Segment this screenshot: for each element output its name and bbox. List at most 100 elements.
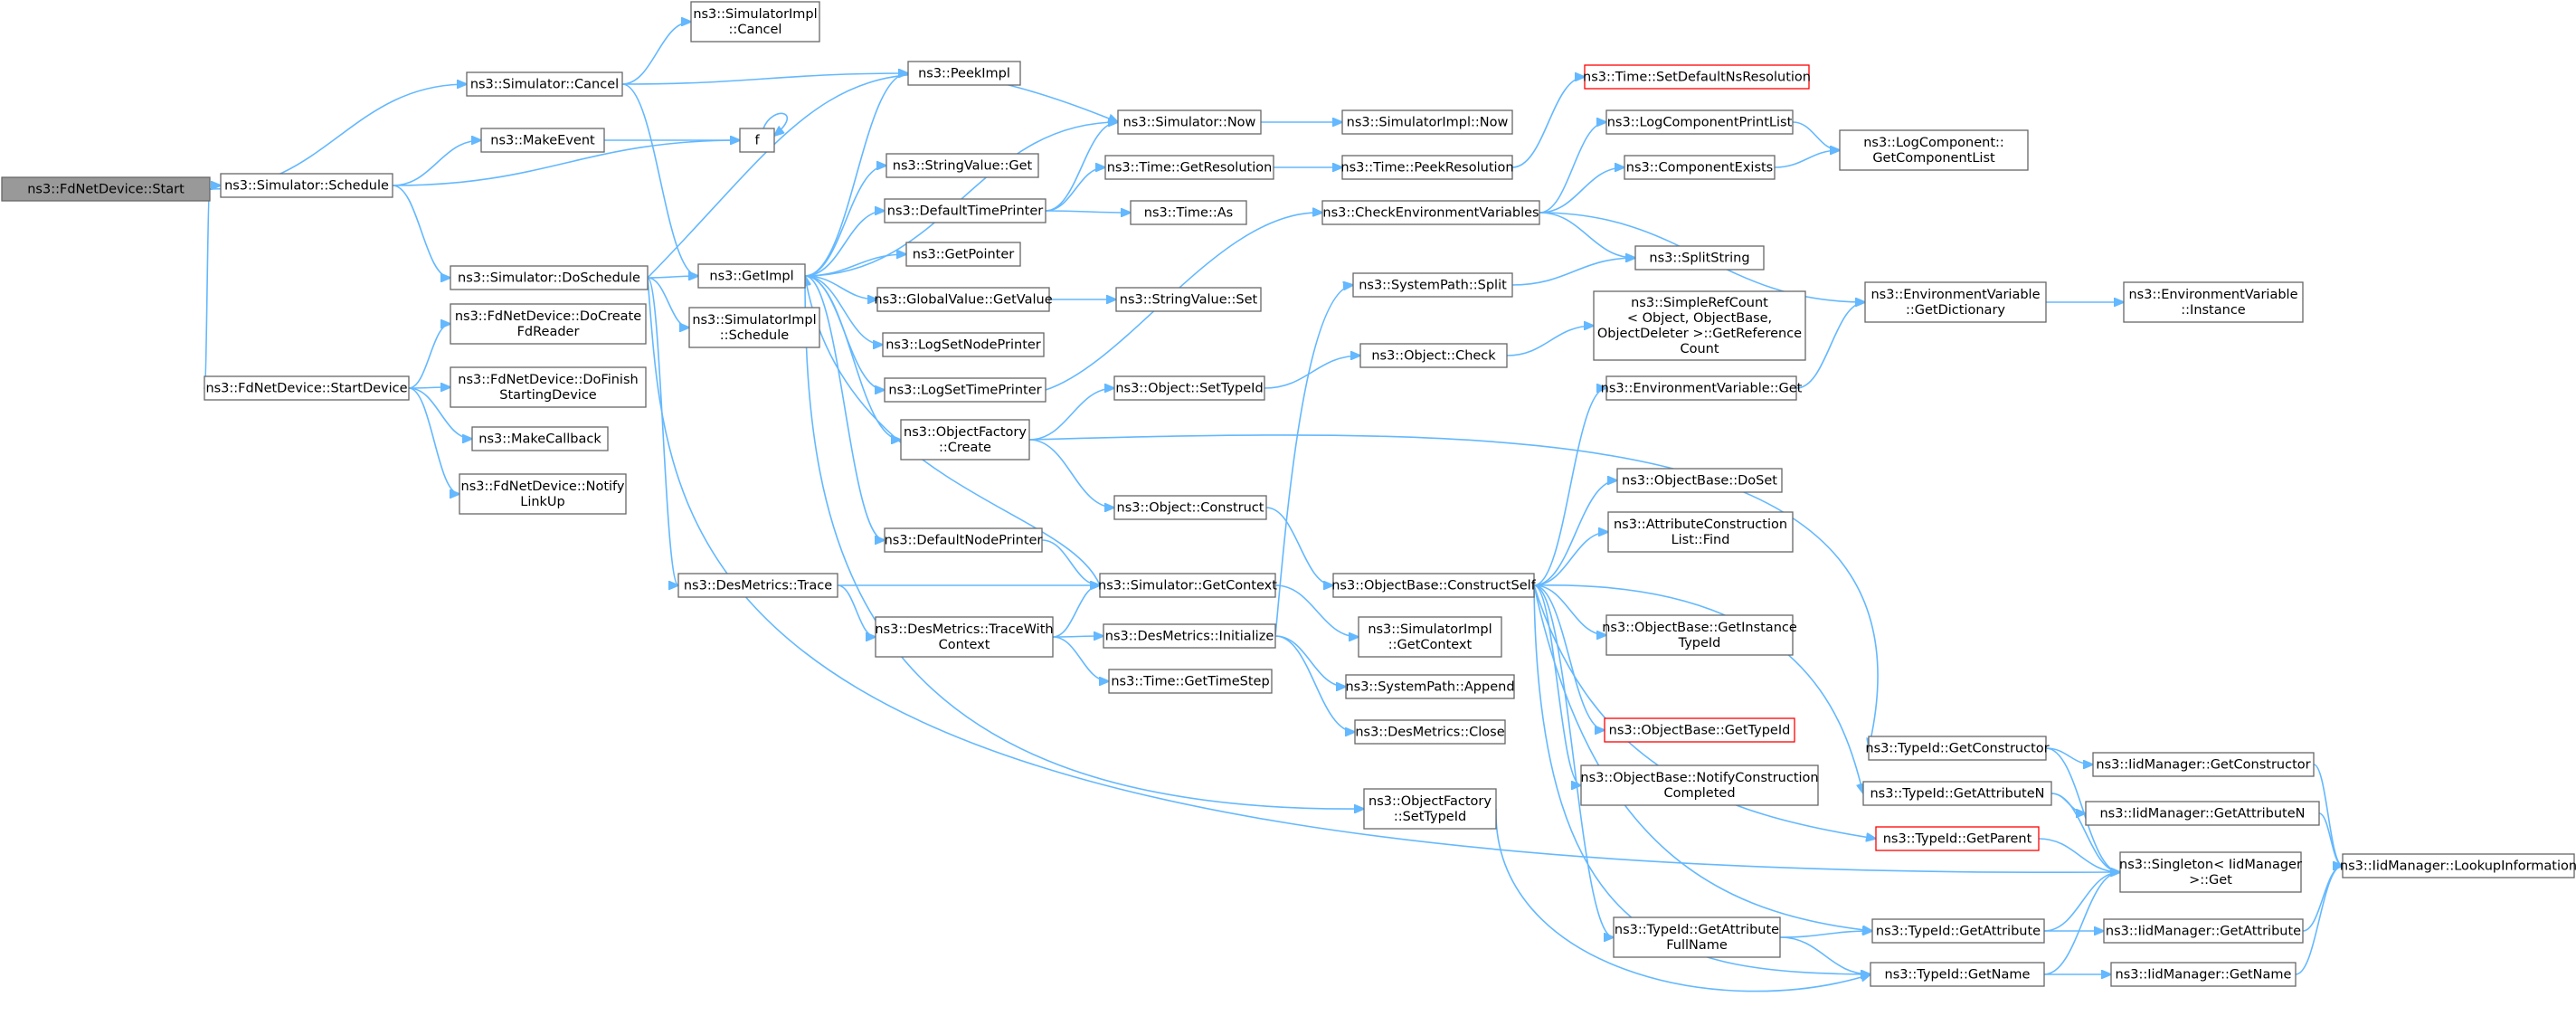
node-singletonget[interactable]: ns3::Singleton< IidManager>::Get <box>2119 851 2302 893</box>
node-peekimpl[interactable]: ns3::PeekImpl <box>907 61 1021 86</box>
node-schedule[interactable]: ns3::Simulator::Schedule <box>220 173 393 198</box>
node-defaulttimeprinter[interactable]: ns3::DefaultTimePrinter <box>884 198 1046 223</box>
node-timegettimestep[interactable]: ns3::Time::GetTimeStep <box>1108 669 1273 694</box>
node-box[interactable] <box>690 1 820 43</box>
node-envvarinstance[interactable]: ns3::EnvironmentVariable::Instance <box>2123 281 2304 323</box>
node-box[interactable] <box>1605 614 1794 656</box>
node-box[interactable] <box>1607 511 1794 553</box>
node-logsettimeprinter[interactable]: ns3::LogSetTimePrinter <box>884 377 1046 403</box>
node-box[interactable] <box>884 377 1046 403</box>
node-box[interactable] <box>1363 788 1497 830</box>
node-box[interactable] <box>1580 764 1819 806</box>
node-simimplcancel[interactable]: ns3::SimulatorImpl::Cancel <box>690 1 820 43</box>
node-objectsettypeid[interactable]: ns3::Object::SetTypeId <box>1113 375 1265 401</box>
node-envvargetdict[interactable]: ns3::EnvironmentVariable::GetDictionary <box>1864 281 2047 323</box>
node-typeidgetparent[interactable]: ns3::TypeId::GetParent <box>1875 826 2040 851</box>
node-box[interactable] <box>1862 781 2052 806</box>
node-box[interactable] <box>1130 200 1247 225</box>
node-box[interactable] <box>450 265 649 290</box>
node-box[interactable] <box>884 527 1043 553</box>
node-desmetricsclose[interactable]: ns3::DesMetrics::Close <box>1354 719 1506 745</box>
node-syspathsplit[interactable]: ns3::SystemPath::Split <box>1352 272 1513 298</box>
node-iidgetname[interactable]: ns3::IidManager::GetName <box>2110 962 2297 987</box>
node-box[interactable] <box>2103 918 2304 944</box>
node-objectcheck[interactable]: ns3::Object::Check <box>1359 343 1508 368</box>
node-startdevice[interactable]: ns3::FdNetDevice::StartDevice <box>204 375 410 401</box>
node-box[interactable] <box>1868 736 2047 761</box>
node-iidgetconstructor[interactable]: ns3::IidManager::GetConstructor <box>2092 752 2315 777</box>
node-makecallback[interactable]: ns3::MakeCallback <box>471 426 609 451</box>
node-simimplnow[interactable]: ns3::SimulatorImpl::Now <box>1341 109 1513 135</box>
node-box[interactable] <box>204 375 410 401</box>
node-typeidgetname[interactable]: ns3::TypeId::GetName <box>1870 962 2045 987</box>
node-timesetdefaultns[interactable]: ns3::Time::SetDefaultNsResolution <box>1583 64 1811 90</box>
node-box[interactable] <box>1875 826 2040 851</box>
node-box[interactable] <box>1341 155 1513 180</box>
node-box[interactable] <box>1864 281 2047 323</box>
node-timegetresolution[interactable]: ns3::Time::GetResolution <box>1104 155 1274 180</box>
node-iidlookup[interactable]: ns3::IidManager::LookupInformation <box>2340 853 2576 878</box>
node-box[interactable] <box>1352 272 1513 298</box>
node-box[interactable] <box>471 426 609 451</box>
node-box[interactable] <box>1358 616 1502 658</box>
node-globalvaluegetvalue[interactable]: ns3::GlobalValue::GetValue <box>874 287 1053 312</box>
node-box[interactable] <box>1624 155 1776 180</box>
node-typeidgetconstructor[interactable]: ns3::TypeId::GetConstructor <box>1865 736 2050 761</box>
node-box[interactable] <box>1839 129 2029 171</box>
node-simimplschedule[interactable]: ns3::SimulatorImpl::Schedule <box>688 307 820 348</box>
node-box[interactable] <box>688 307 820 348</box>
node-box[interactable] <box>1605 375 1797 401</box>
node-simnow[interactable]: ns3::Simulator::Now <box>1117 109 1262 135</box>
node-box[interactable] <box>882 332 1045 357</box>
node-objectbasegettypeid[interactable]: ns3::ObjectBase::GetTypeId <box>1604 717 1795 743</box>
node-componentexists[interactable]: ns3::ComponentExists <box>1624 155 1776 180</box>
node-cancel[interactable]: ns3::Simulator::Cancel <box>466 71 623 97</box>
node-box[interactable] <box>1345 674 1515 699</box>
node-box[interactable] <box>480 128 605 153</box>
node-box[interactable] <box>1332 573 1535 598</box>
node-box[interactable] <box>1354 719 1506 745</box>
node-box[interactable] <box>1104 155 1274 180</box>
node-box[interactable] <box>2085 801 2320 826</box>
node-box[interactable] <box>2119 851 2302 893</box>
node-getimpl[interactable]: ns3::GetImpl <box>697 263 806 289</box>
node-desmetricstrace[interactable]: ns3::DesMetrics::Trace <box>677 573 838 598</box>
node-box[interactable] <box>1604 717 1795 743</box>
node-box[interactable] <box>1103 623 1276 649</box>
node-box[interactable] <box>905 242 1021 267</box>
node-box[interactable] <box>1584 64 1810 90</box>
node-box[interactable] <box>1113 495 1267 520</box>
node-box[interactable] <box>1341 109 1513 135</box>
node-stringvalueget[interactable]: ns3::StringValue::Get <box>886 153 1039 178</box>
node-box[interactable] <box>220 173 393 198</box>
node-box[interactable] <box>697 263 806 289</box>
node-box[interactable] <box>884 198 1046 223</box>
node-box[interactable] <box>1117 109 1262 135</box>
node-timepeekresolution[interactable]: ns3::Time::PeekResolution <box>1340 155 1514 180</box>
node-getpointer[interactable]: ns3::GetPointer <box>905 242 1021 267</box>
node-defaultnodeprinter[interactable]: ns3::DefaultNodePrinter <box>884 527 1043 553</box>
node-box[interactable] <box>1 176 211 202</box>
node-timeas[interactable]: ns3::Time::As <box>1130 200 1247 225</box>
node-box[interactable] <box>1108 669 1273 694</box>
node-box[interactable] <box>1616 468 1783 493</box>
node-logcomponentprintlist[interactable]: ns3::LogComponentPrintList <box>1605 109 1794 135</box>
node-objectconstruct[interactable]: ns3::Object::Construct <box>1113 495 1267 520</box>
node-box[interactable] <box>450 366 647 408</box>
node-box[interactable] <box>1613 916 1781 958</box>
node-simimplgetcontext[interactable]: ns3::SimulatorImpl::GetContext <box>1358 616 1502 658</box>
node-box[interactable] <box>466 71 623 97</box>
node-logsetnodeprinter[interactable]: ns3::LogSetNodePrinter <box>882 332 1045 357</box>
node-box[interactable] <box>2092 752 2315 777</box>
node-box[interactable] <box>907 61 1021 86</box>
node-box[interactable] <box>1099 573 1276 598</box>
node-box[interactable] <box>2123 281 2304 323</box>
node-box[interactable] <box>459 473 627 515</box>
node-objectbasedoset[interactable]: ns3::ObjectBase::DoSet <box>1616 468 1783 493</box>
node-box[interactable] <box>1593 290 1806 361</box>
